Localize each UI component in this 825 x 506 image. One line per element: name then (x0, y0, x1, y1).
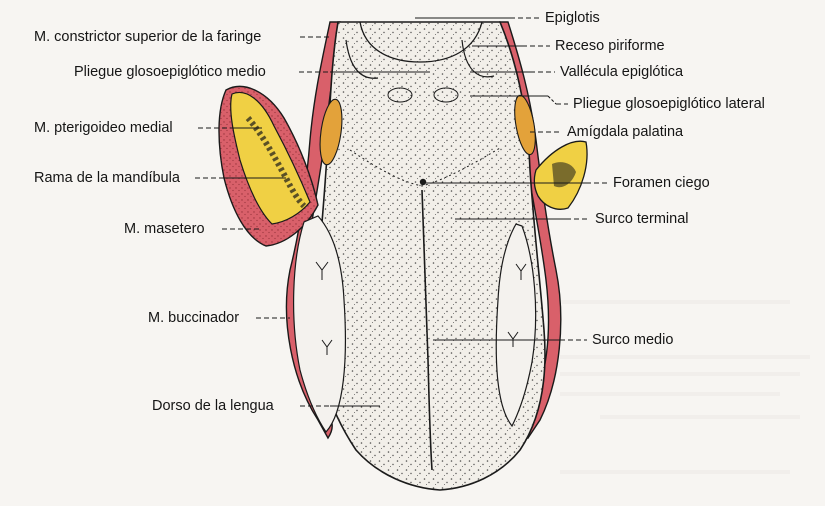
label-constrictor: M. constrictor superior de la faringe (34, 30, 261, 45)
foramen-cecum-dot (420, 179, 426, 185)
background-show-through (560, 300, 810, 474)
label-glosso-lateral: Pliegue glosoepiglótico lateral (573, 97, 765, 112)
label-buccinador: M. buccinador (148, 311, 239, 326)
label-surco-medio: Surco medio (592, 333, 673, 348)
label-pterigoideo: M. pterigoideo medial (34, 121, 173, 136)
label-rama-mandibula: Rama de la mandíbula (34, 171, 180, 186)
label-foramen: Foramen ciego (613, 176, 710, 191)
label-epiglotis: Epiglotis (545, 11, 600, 26)
label-amigdala: Amígdala palatina (567, 125, 683, 140)
label-surco-terminal: Surco terminal (595, 212, 688, 227)
label-masetero: M. masetero (124, 222, 205, 237)
label-dorso: Dorso de la lengua (152, 399, 274, 414)
label-glosso-medio: Pliegue glosoepiglótico medio (74, 65, 266, 80)
label-vallecula: Vallécula epiglótica (560, 65, 683, 80)
label-receso: Receso piriforme (555, 39, 665, 54)
